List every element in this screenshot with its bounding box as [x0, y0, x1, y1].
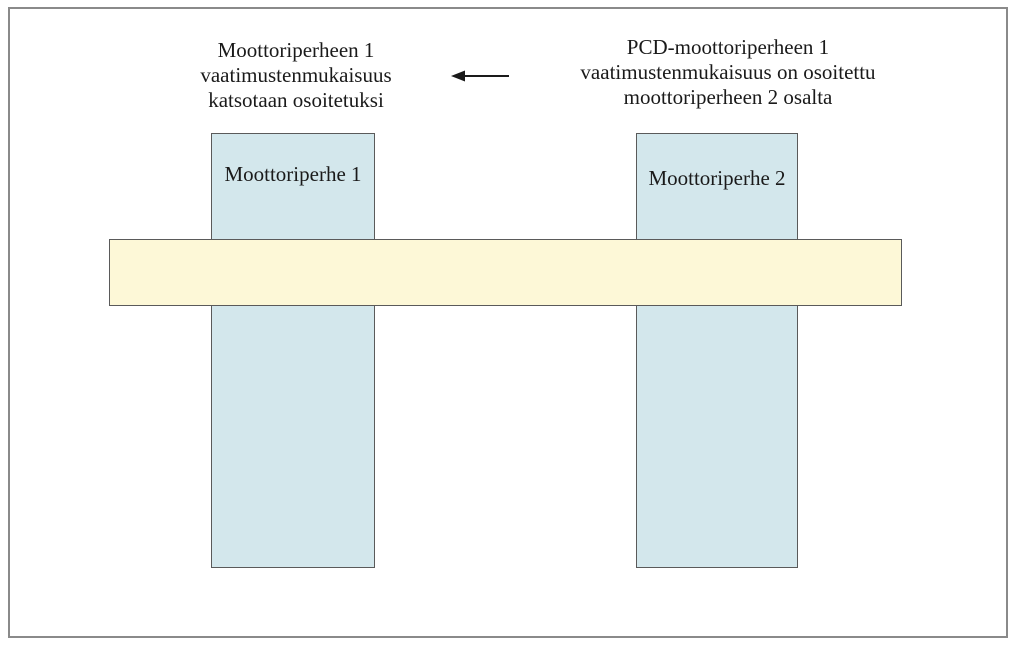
note-left-line-2: vaatimustenmukaisuus	[200, 63, 392, 87]
note-right-line-2: vaatimustenmukaisuus on osoitettu	[580, 60, 876, 84]
note-right-line-3: moottoriperheen 2 osalta	[623, 85, 833, 109]
engine-family-1-box: Moottoriperhe 1	[211, 133, 375, 568]
diagram-frame	[8, 7, 1008, 638]
note-pcd-family-compliance: PCD-moottoriperheen 1 vaatimustenmukaisu…	[533, 35, 923, 110]
engine-family-2-label: Moottoriperhe 2	[648, 166, 786, 190]
note-family-1-compliance: Moottoriperheen 1 vaatimustenmukaisuus k…	[166, 38, 426, 113]
left-arrow-icon	[451, 70, 509, 82]
engine-family-2-box: Moottoriperhe 2	[636, 133, 798, 568]
note-left-line-1: Moottoriperheen 1	[217, 38, 375, 62]
note-left-line-3: katsotaan osoitetuksi	[208, 88, 384, 112]
horizontal-band	[109, 239, 902, 306]
note-right-line-1: PCD-moottoriperheen 1	[626, 35, 830, 59]
engine-family-1-label: Moottoriperhe 1	[224, 162, 362, 186]
